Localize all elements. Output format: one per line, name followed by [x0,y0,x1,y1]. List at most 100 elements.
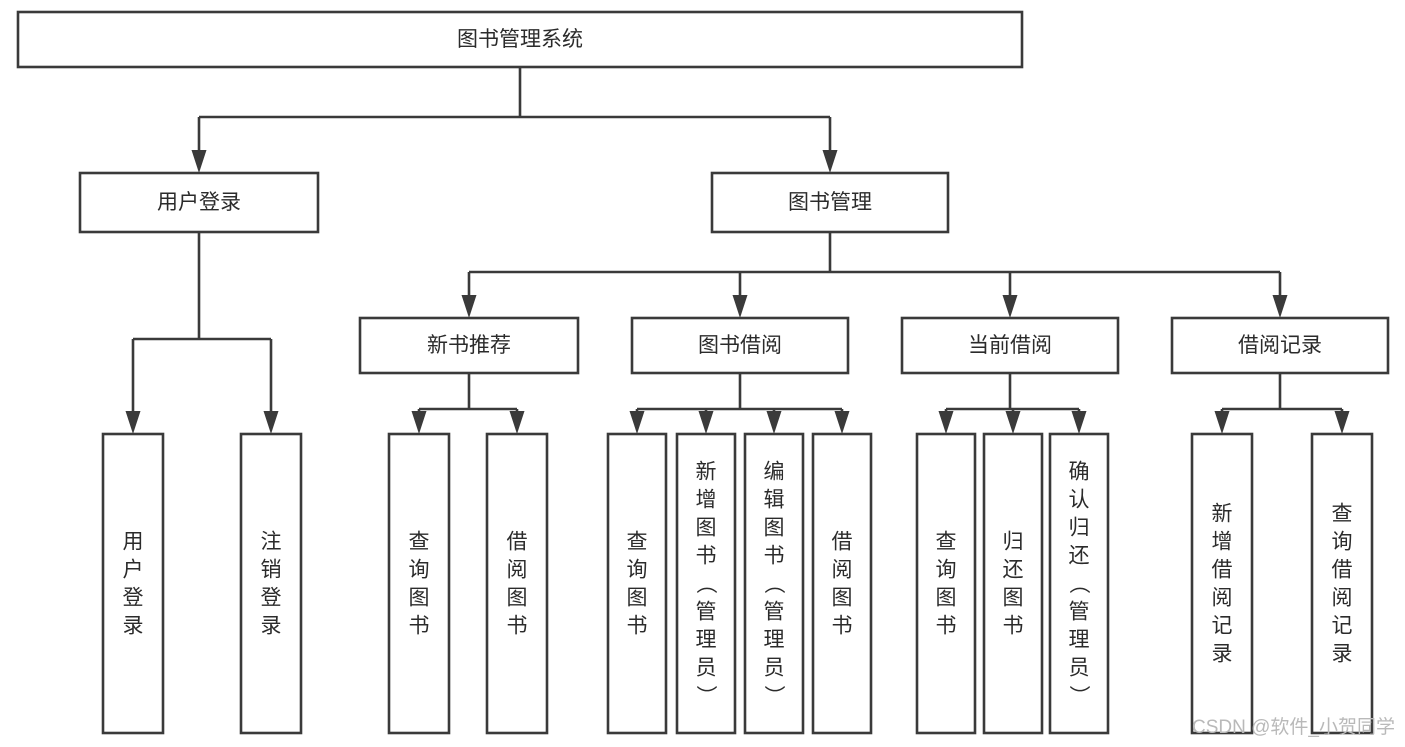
node-label-char: 书 [627,615,648,638]
node-label-char: 辑 [764,489,785,512]
node-label-char: 录 [1332,643,1353,666]
node-label-char: 询 [627,559,648,582]
node-label-char: 书 [832,615,853,638]
node-label-char: 图 [832,587,853,610]
node-rect [982,432,1044,735]
node-label-char: 借 [832,531,853,554]
node-label-char: 编 [764,461,785,484]
arrow-head-icon [1214,411,1230,434]
arrow-head-icon [461,295,477,318]
node-label-char: 理 [1069,629,1090,652]
node-label-char: 录 [261,615,282,638]
node-label-char: ） [1067,685,1090,706]
node-label-char: 管 [696,601,717,624]
node-label-char: 录 [123,615,144,638]
node-rect [1190,432,1254,735]
node-level3-0[interactable]: 新书推荐 [358,316,580,375]
node-label: 当前借阅 [968,334,1052,357]
node-label-char: 图 [1003,587,1024,610]
node-level2-1[interactable]: 图书管理 [710,171,950,234]
node-level2-0[interactable]: 用户登录 [78,171,320,234]
node-label-char: 查 [1332,503,1353,526]
node-rect [1048,432,1110,735]
node-label: 图书管理 [788,191,872,214]
node-label: 借阅记录 [1238,334,1322,357]
nodes-layer: 图书管理系统用户登录图书管理新书推荐图书借阅当前借阅借阅记录用户登录注销登录查询… [16,10,1390,735]
node-root[interactable]: 图书管理系统 [16,10,1024,69]
node-rect [387,432,451,735]
node-label-char: 确 [1069,461,1090,484]
arrow-head-icon [822,150,838,173]
node-rect [630,316,850,375]
node-rect [710,171,950,234]
node-label-char: 员 [1069,657,1090,680]
node-label-char: 员 [764,657,785,680]
arrow-head-icon [629,411,645,434]
node-rect [101,432,165,735]
node-label-char: 记 [1332,615,1353,638]
node-label-char: 查 [409,531,430,554]
node-label-char: 新 [696,461,717,484]
node-label-char: 管 [764,601,785,624]
node-label-char: ） [762,685,785,706]
node-label-char: 图 [696,517,717,540]
node-label-char: 还 [1069,545,1090,568]
node-level3-1[interactable]: 图书借阅 [630,316,850,375]
node-label-char: 查 [627,531,648,554]
arrow-head-icon [1002,295,1018,318]
node-label-char: 书 [1003,615,1024,638]
connectors-layer [125,67,1350,434]
arrow-head-icon [125,411,141,434]
node-label-char: 图 [409,587,430,610]
node-label-char: 书 [936,615,957,638]
node-label-char: 录 [1212,643,1233,666]
node-rect [915,432,977,735]
arrow-head-icon [1272,295,1288,318]
node-label-char: 阅 [832,559,853,582]
node-leaf-0[interactable]: 用户登录 [101,432,165,735]
node-label: 用户登录 [157,191,241,214]
arrow-head-icon [509,411,525,434]
node-label-char: 询 [409,559,430,582]
node-label-char: 查 [936,531,957,554]
arrow-head-icon [411,411,427,434]
node-label-char: 询 [1332,531,1353,554]
node-label-char: 管 [1069,601,1090,624]
node-label: 新书推荐 [427,334,511,357]
node-label-char: 归 [1003,531,1024,554]
node-label-char: 书 [507,615,528,638]
node-label-char: 认 [1069,489,1090,512]
node-label-char: 阅 [507,559,528,582]
node-rect [16,10,1024,69]
arrow-head-icon [938,411,954,434]
arrow-head-icon [1005,411,1021,434]
node-label-char: 登 [261,587,282,610]
node-label-char: 理 [764,629,785,652]
arrow-head-icon [191,150,207,173]
node-label-char: 还 [1003,559,1024,582]
arrow-head-icon [732,295,748,318]
node-level3-3[interactable]: 借阅记录 [1170,316,1390,375]
node-label-char: 阅 [1332,587,1353,610]
node-label: 图书管理系统 [457,28,583,51]
node-label-char: 图 [627,587,648,610]
node-level3-2[interactable]: 当前借阅 [900,316,1120,375]
node-label-char: 注 [261,531,282,554]
node-rect [675,432,737,735]
node-label-char: 增 [1212,531,1233,554]
node-label-char: 用 [123,531,144,554]
node-label-char: （ [1067,573,1090,594]
node-label-char: 借 [1332,559,1353,582]
